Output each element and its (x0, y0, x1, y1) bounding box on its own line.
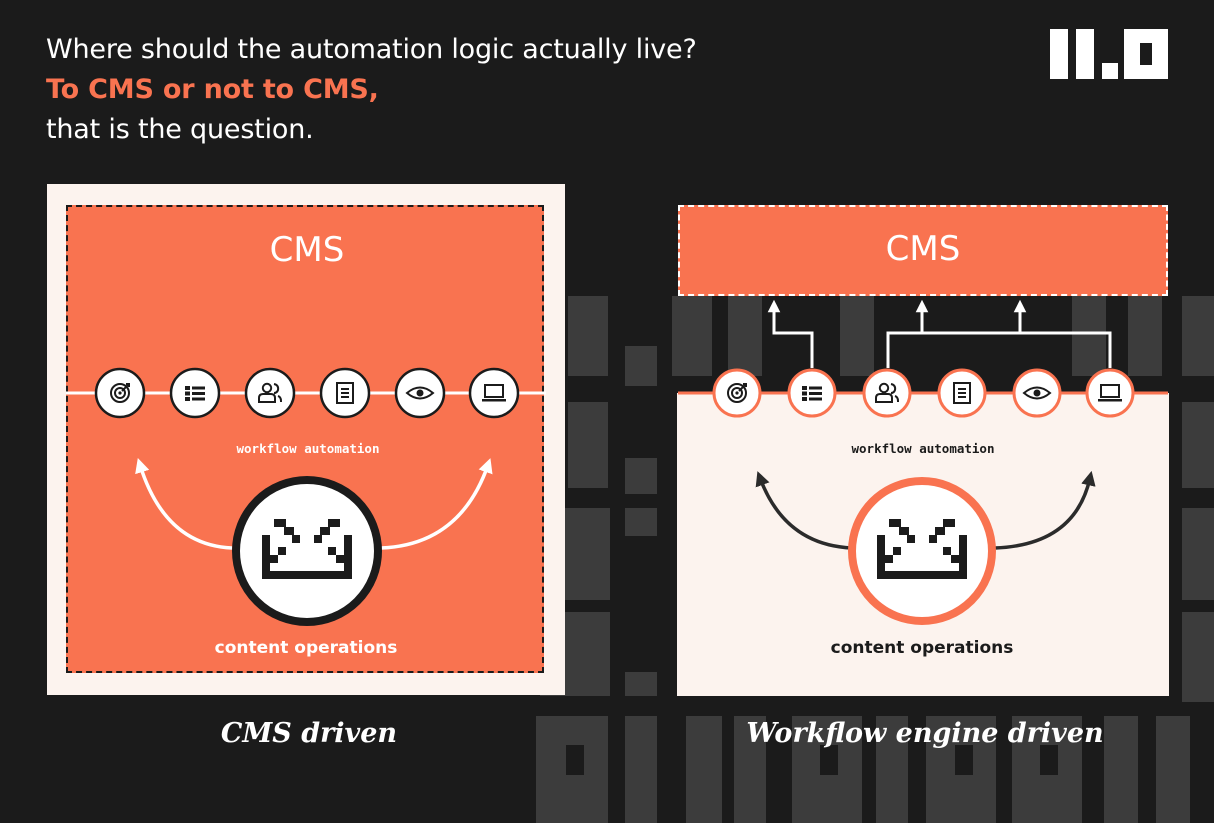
document-icon (319, 367, 371, 419)
laptop-icon (468, 367, 520, 419)
right-cms-label: CMS (885, 229, 961, 269)
left-icon-row (94, 367, 520, 419)
left-arrow-left (135, 457, 233, 550)
left-caption: CMS driven (220, 718, 398, 749)
heading-highlight: To CMS or not to CMS, (46, 74, 379, 105)
target-icon (712, 368, 762, 418)
right-connectors (767, 299, 1112, 368)
list-icon (787, 368, 837, 418)
heading-subline: that is the question. (46, 114, 314, 145)
users-icon (862, 368, 912, 418)
list-icon (169, 367, 221, 419)
left-arrow-right (380, 458, 493, 550)
left-cms-label: CMS (269, 230, 345, 270)
right-icon-row (712, 368, 1135, 418)
heading-question: Where should the automation logic actual… (46, 34, 697, 65)
left-ops-label: content operations (214, 638, 398, 658)
right-arrow-right (994, 470, 1096, 550)
target-icon (94, 367, 146, 419)
left-workflow-label: workflow automation (236, 441, 380, 456)
right-workflow-label: workflow automation (851, 441, 995, 456)
right-robot-face-icon (848, 477, 996, 625)
page-heading: Where should the automation logic actual… (46, 30, 697, 150)
eye-icon (394, 367, 446, 419)
users-icon (244, 367, 296, 419)
right-arrow-left (755, 471, 853, 550)
right-caption: Workflow engine driven (746, 718, 1104, 749)
brand-logo-icon (1050, 29, 1168, 79)
left-robot-face-icon (232, 476, 382, 626)
eye-icon (1012, 368, 1062, 418)
right-ops-label: content operations (830, 638, 1014, 658)
document-icon (937, 368, 987, 418)
laptop-icon (1085, 368, 1135, 418)
cms-box (678, 205, 1168, 296)
